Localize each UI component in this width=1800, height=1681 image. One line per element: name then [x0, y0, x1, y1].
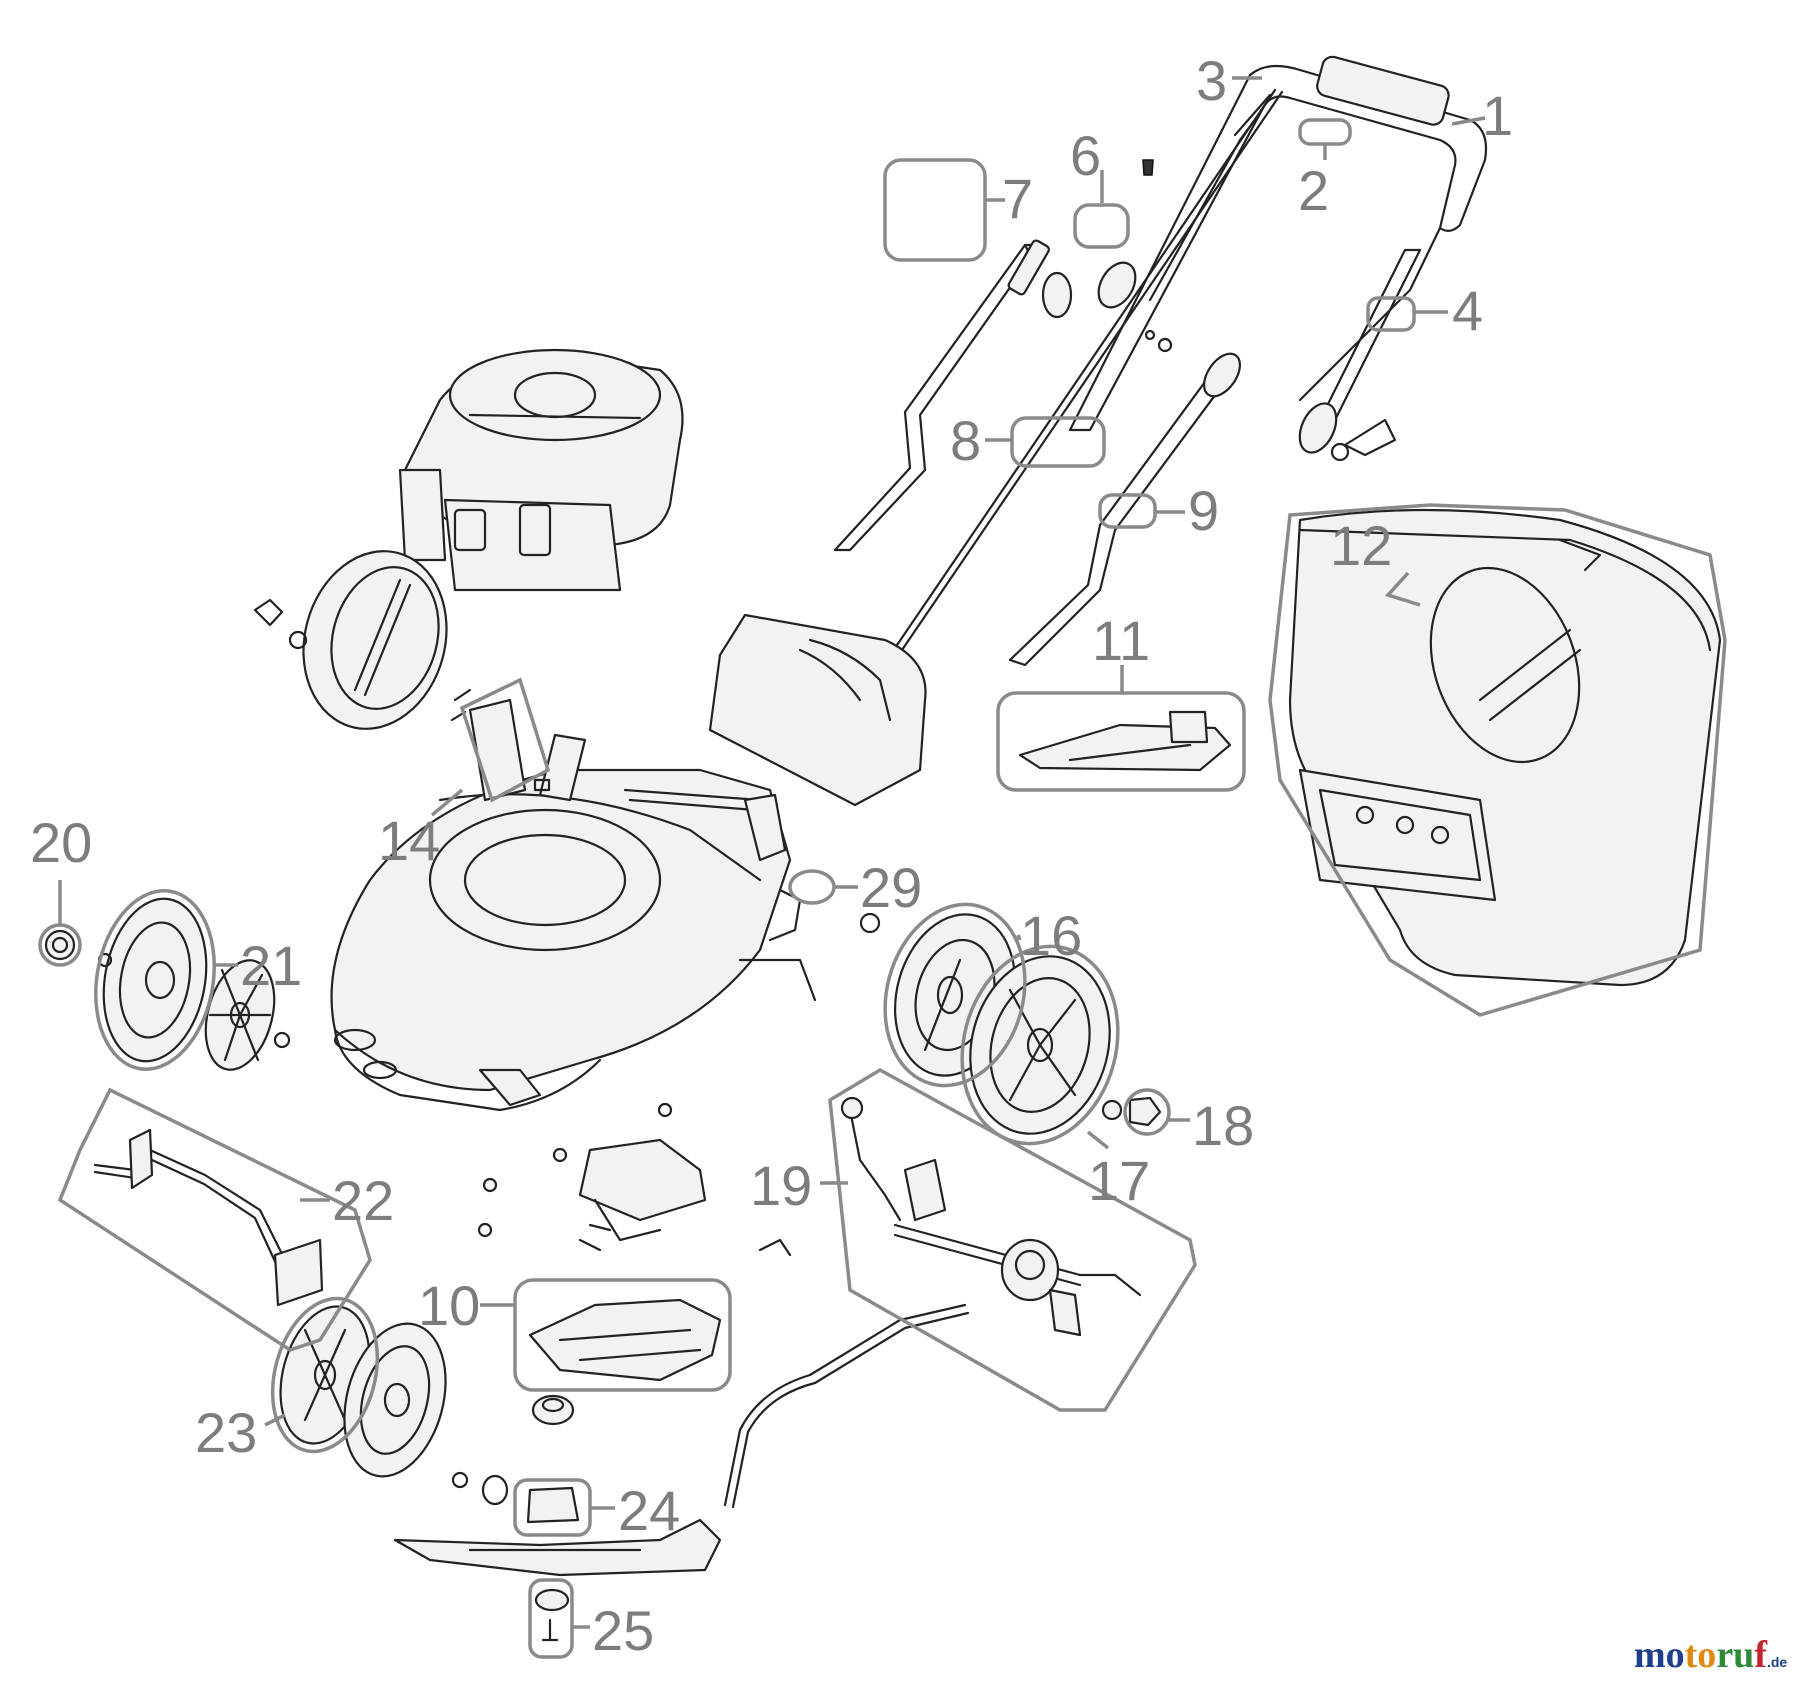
- callout-box-2: [1298, 118, 1352, 146]
- callout-label-23: 23: [195, 1401, 257, 1464]
- mower-deck: [330, 768, 792, 1112]
- callout-labels: 1 2 3 4 6 7 8 9 10 11 12 14 16 17 18 19 …: [30, 49, 1513, 1662]
- callout-label-22: 22: [332, 1169, 394, 1232]
- callout-label-24: 24: [618, 1479, 680, 1542]
- callout-box-16: [883, 902, 1027, 1088]
- grass-catcher-part: [1288, 508, 1722, 987]
- rear-left-wheel: [253, 550, 448, 730]
- rear-axle-bracket: [623, 788, 817, 1002]
- callout-box-8: [1010, 416, 1106, 468]
- front-left-wheel-parts: [44, 897, 291, 1071]
- engine: [398, 348, 684, 592]
- callout-label-18: 18: [1192, 1094, 1254, 1157]
- callout-box-18: [1123, 1088, 1171, 1136]
- handle-top-assembly: [1068, 55, 1488, 462]
- callout-box-7: [883, 158, 987, 262]
- callout-label-11: 11: [1092, 609, 1150, 672]
- callout-box-10: [513, 1278, 732, 1392]
- side-discharge-part: [1018, 710, 1232, 772]
- brand-logo: motoruf.de: [1634, 1634, 1788, 1676]
- callout-box-6: [1073, 203, 1130, 249]
- front-axle-parts: [93, 1128, 324, 1307]
- callout-box-19: [828, 1067, 1197, 1412]
- drive-cable: [723, 1303, 970, 1509]
- callout-label-6: 6: [1070, 124, 1101, 187]
- callout-box-29: [788, 869, 836, 905]
- callout-label-21: 21: [240, 934, 302, 997]
- callout-label-20: 20: [30, 811, 92, 874]
- height-adjuster-parts: [450, 688, 587, 802]
- callout-label-14: 14: [378, 809, 440, 872]
- cable-rod: [878, 88, 1284, 674]
- leader-lines: [58, 76, 1486, 1629]
- callout-label-19: 19: [750, 1154, 812, 1217]
- callout-label-7: 7: [1002, 167, 1033, 230]
- callout-label-29: 29: [860, 856, 922, 919]
- callout-box-25: [528, 1578, 574, 1659]
- callout-box-17: [960, 944, 1120, 1146]
- callout-box-23: [270, 1296, 380, 1454]
- right-rear-wheel-parts: [859, 912, 1162, 1135]
- callout-label-1: 1: [1482, 84, 1513, 147]
- callout-label-4: 4: [1452, 279, 1483, 342]
- callout-label-2: 2: [1298, 159, 1329, 222]
- callout-box-9: [1098, 493, 1157, 529]
- callout-label-25: 25: [592, 1599, 654, 1662]
- callout-outlines: [38, 118, 1727, 1659]
- callout-box-21: [94, 889, 216, 1071]
- handle-right-tube: [1008, 352, 1242, 667]
- blade-parts: [393, 1394, 722, 1642]
- discharge-flap-parts: [477, 1102, 792, 1257]
- mulch-plug-part: [528, 1298, 722, 1382]
- callout-label-9: 9: [1188, 479, 1219, 542]
- gearbox-parts: [840, 1096, 1142, 1337]
- callout-label-17: 17: [1088, 1149, 1150, 1212]
- rear-flap: [708, 613, 927, 807]
- callout-box-4: [1366, 296, 1416, 332]
- callout-label-12: 12: [1330, 514, 1392, 577]
- callout-label-8: 8: [950, 409, 981, 472]
- handle-left-tube: [833, 159, 1173, 552]
- front-right-wheel-parts: [279, 1305, 509, 1506]
- callout-label-16: 16: [1020, 904, 1082, 967]
- callout-box-14: [459, 677, 551, 803]
- callout-label-10: 10: [418, 1274, 480, 1337]
- callout-box-12: [1268, 503, 1727, 1017]
- callout-label-3: 3: [1196, 49, 1227, 112]
